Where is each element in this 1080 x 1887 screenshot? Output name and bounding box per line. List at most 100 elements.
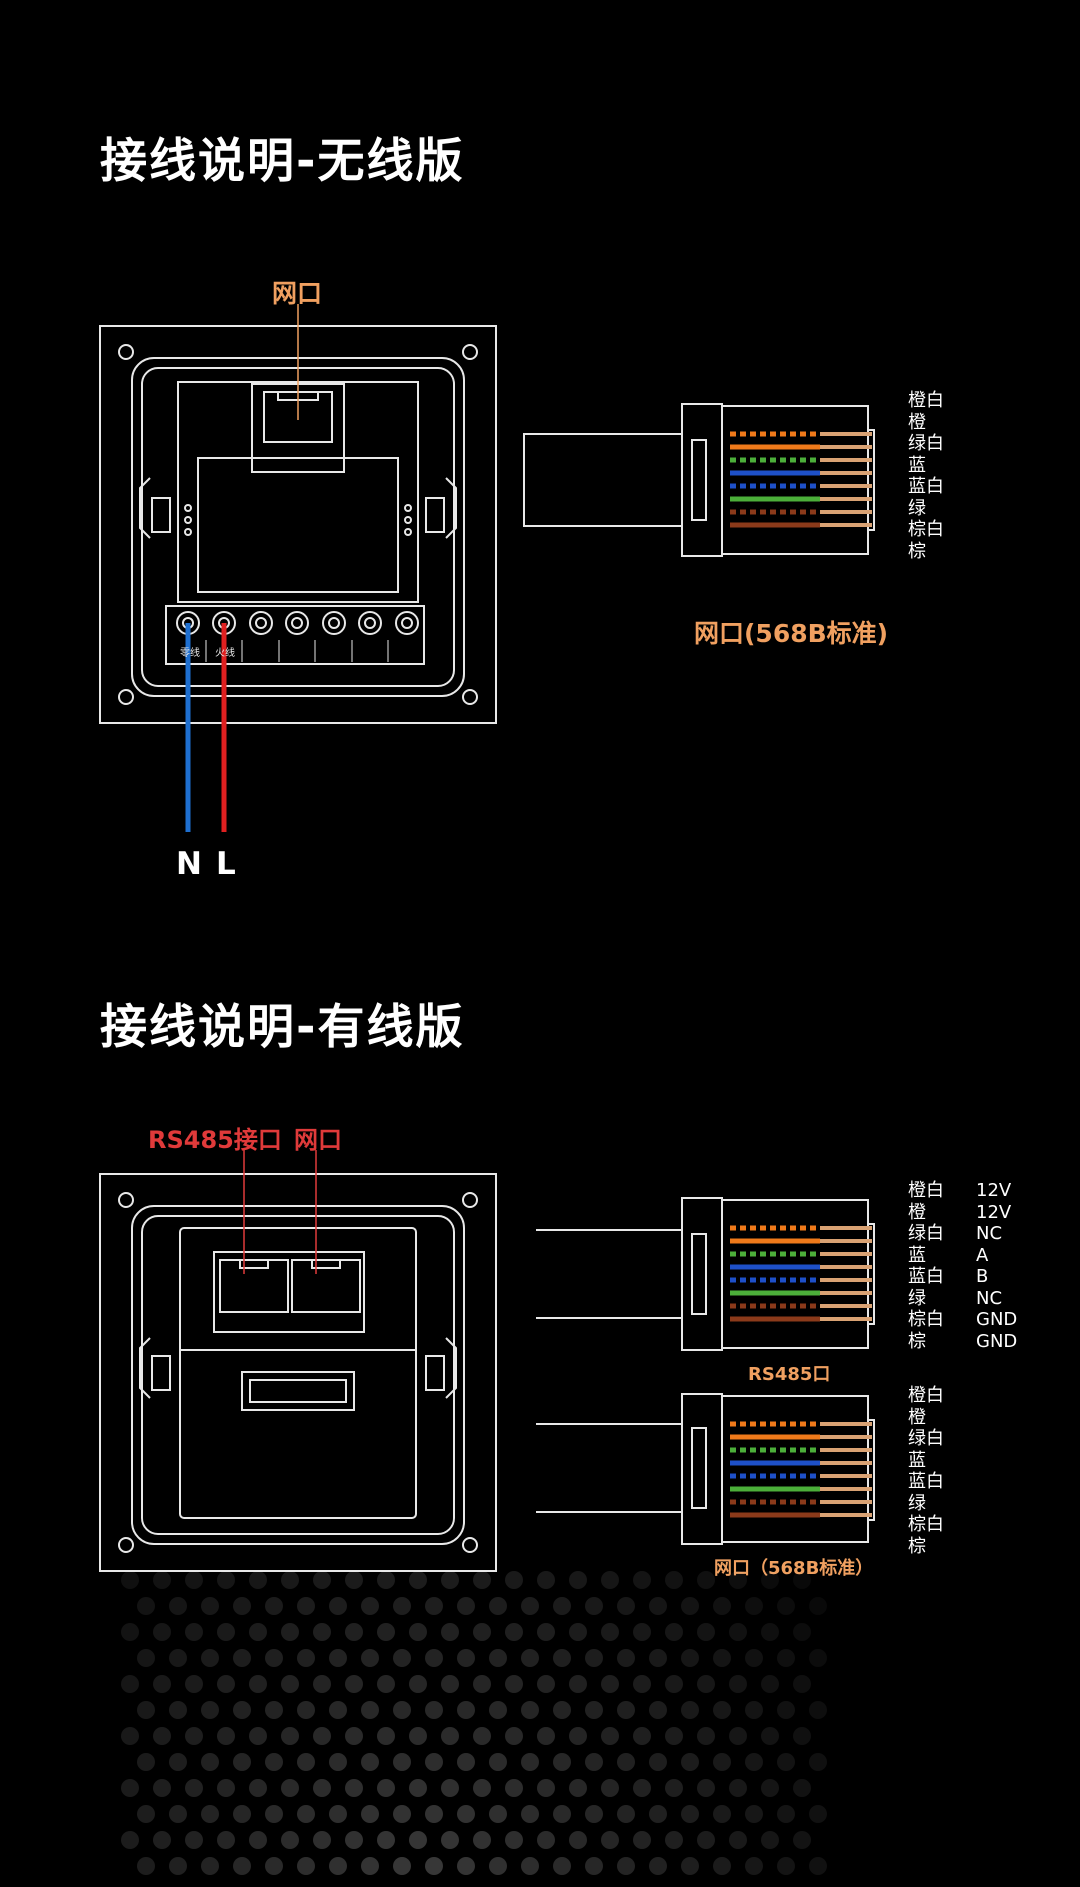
network-port-label-2: 网口 — [294, 1126, 342, 1154]
decor-dot — [489, 1805, 507, 1823]
rs485-pin-2-function: 12V — [976, 1201, 1012, 1223]
decor-dot — [585, 1857, 603, 1875]
decor-dot — [649, 1805, 667, 1823]
decor-dot — [745, 1649, 763, 1667]
decor-dot — [249, 1623, 267, 1641]
decor-dot — [313, 1727, 331, 1745]
decor-dot — [233, 1649, 251, 1667]
decor-dot — [281, 1727, 299, 1745]
decor-dot — [345, 1675, 363, 1693]
decor-dot — [473, 1831, 491, 1849]
decor-dot — [121, 1727, 139, 1745]
decor-dot — [681, 1649, 699, 1667]
decor-dot — [729, 1623, 747, 1641]
decor-dot — [777, 1649, 795, 1667]
decor-dot — [345, 1779, 363, 1797]
decor-dot — [649, 1649, 667, 1667]
decor-dot — [201, 1597, 219, 1615]
decor-dot — [409, 1675, 427, 1693]
decor-dot — [793, 1571, 811, 1589]
decor-dot — [425, 1753, 443, 1771]
decor-dot — [121, 1779, 139, 1797]
decor-dot — [361, 1805, 379, 1823]
decor-dot — [249, 1675, 267, 1693]
decor-dot — [553, 1753, 571, 1771]
rs485-pin-8-color: 棕 — [908, 1330, 926, 1352]
decor-dot — [297, 1857, 315, 1875]
decor-dot — [441, 1779, 459, 1797]
rj45-wires-rs485 — [730, 1225, 872, 1322]
neutral-wire-label: N — [176, 846, 202, 882]
decor-dot — [377, 1571, 395, 1589]
decor-dot — [761, 1571, 779, 1589]
decor-dot — [361, 1753, 379, 1771]
decor-dot — [297, 1753, 315, 1771]
rs485-pin-3-function: NC — [976, 1223, 1003, 1244]
decor-dot — [153, 1727, 171, 1745]
decor-dot — [617, 1857, 635, 1875]
decor-dot — [793, 1727, 811, 1745]
net-pin-8-color: 棕 — [908, 1535, 926, 1557]
decor-dot — [665, 1727, 683, 1745]
decor-dot — [457, 1753, 475, 1771]
rs485-pin-5-color: 蓝白 — [908, 1266, 944, 1287]
decor-dot — [729, 1675, 747, 1693]
decor-dot — [681, 1753, 699, 1771]
decor-dot — [761, 1623, 779, 1641]
decor-dot — [489, 1857, 507, 1875]
decor-dot — [537, 1571, 555, 1589]
decor-dot — [169, 1597, 187, 1615]
decor-dot — [505, 1571, 523, 1589]
rs485-pinout-legend: 橙白 橙 绿白 蓝 蓝白 绿 棕白 棕 — [908, 1180, 944, 1352]
decor-dot — [505, 1727, 523, 1745]
decor-dot — [297, 1649, 315, 1667]
decor-dot — [633, 1779, 651, 1797]
decor-dot — [345, 1727, 363, 1745]
decor-dot — [521, 1753, 539, 1771]
rs485-pin-1-function: 12V — [976, 1180, 1012, 1201]
decor-dot — [185, 1727, 203, 1745]
decor-dot — [713, 1649, 731, 1667]
decor-dot — [729, 1571, 747, 1589]
decor-dot — [185, 1779, 203, 1797]
decor-dot — [553, 1597, 571, 1615]
decor-dot — [153, 1675, 171, 1693]
decor-dot — [809, 1597, 827, 1615]
decor-dot — [505, 1675, 523, 1693]
decor-dot — [697, 1675, 715, 1693]
decor-dot — [329, 1753, 347, 1771]
net-pinout-legend: 橙白 橙 绿白 蓝 蓝白 绿 棕白 棕 — [908, 1385, 944, 1557]
rj45-plug-net — [536, 1393, 875, 1545]
decor-dot — [377, 1623, 395, 1641]
decor-dot — [281, 1623, 299, 1641]
decor-dot — [809, 1649, 827, 1667]
decor-dot — [569, 1779, 587, 1797]
decor-dot — [409, 1779, 427, 1797]
decor-dot — [553, 1857, 571, 1875]
decor-dot — [649, 1753, 667, 1771]
decor-dot — [809, 1753, 827, 1771]
decor-dot — [777, 1857, 795, 1875]
decor-dot — [761, 1779, 779, 1797]
terminal-label-neutral: 零线 — [180, 646, 200, 659]
decor-dot — [521, 1857, 539, 1875]
pin-3-color: 绿白 — [908, 433, 944, 454]
decor-dot — [809, 1857, 827, 1875]
decor-dot — [185, 1831, 203, 1849]
pin-8-color: 棕 — [908, 540, 926, 562]
decor-dot — [729, 1779, 747, 1797]
decor-dot — [121, 1571, 139, 1589]
decor-dot — [425, 1597, 443, 1615]
decor-dot — [457, 1857, 475, 1875]
decor-dot — [473, 1779, 491, 1797]
decor-dot — [777, 1753, 795, 1771]
rj45-568b-label-2: 网口（568B标准） — [714, 1558, 874, 1579]
pin-5-color: 蓝白 — [908, 476, 944, 497]
rs485-pin-8-function: GND — [976, 1330, 1018, 1352]
decor-dot — [489, 1701, 507, 1719]
decor-dot — [185, 1623, 203, 1641]
decor-dot — [201, 1701, 219, 1719]
decor-dot — [249, 1831, 267, 1849]
net-pin-3-color: 绿白 — [908, 1428, 944, 1449]
decor-dot — [585, 1805, 603, 1823]
